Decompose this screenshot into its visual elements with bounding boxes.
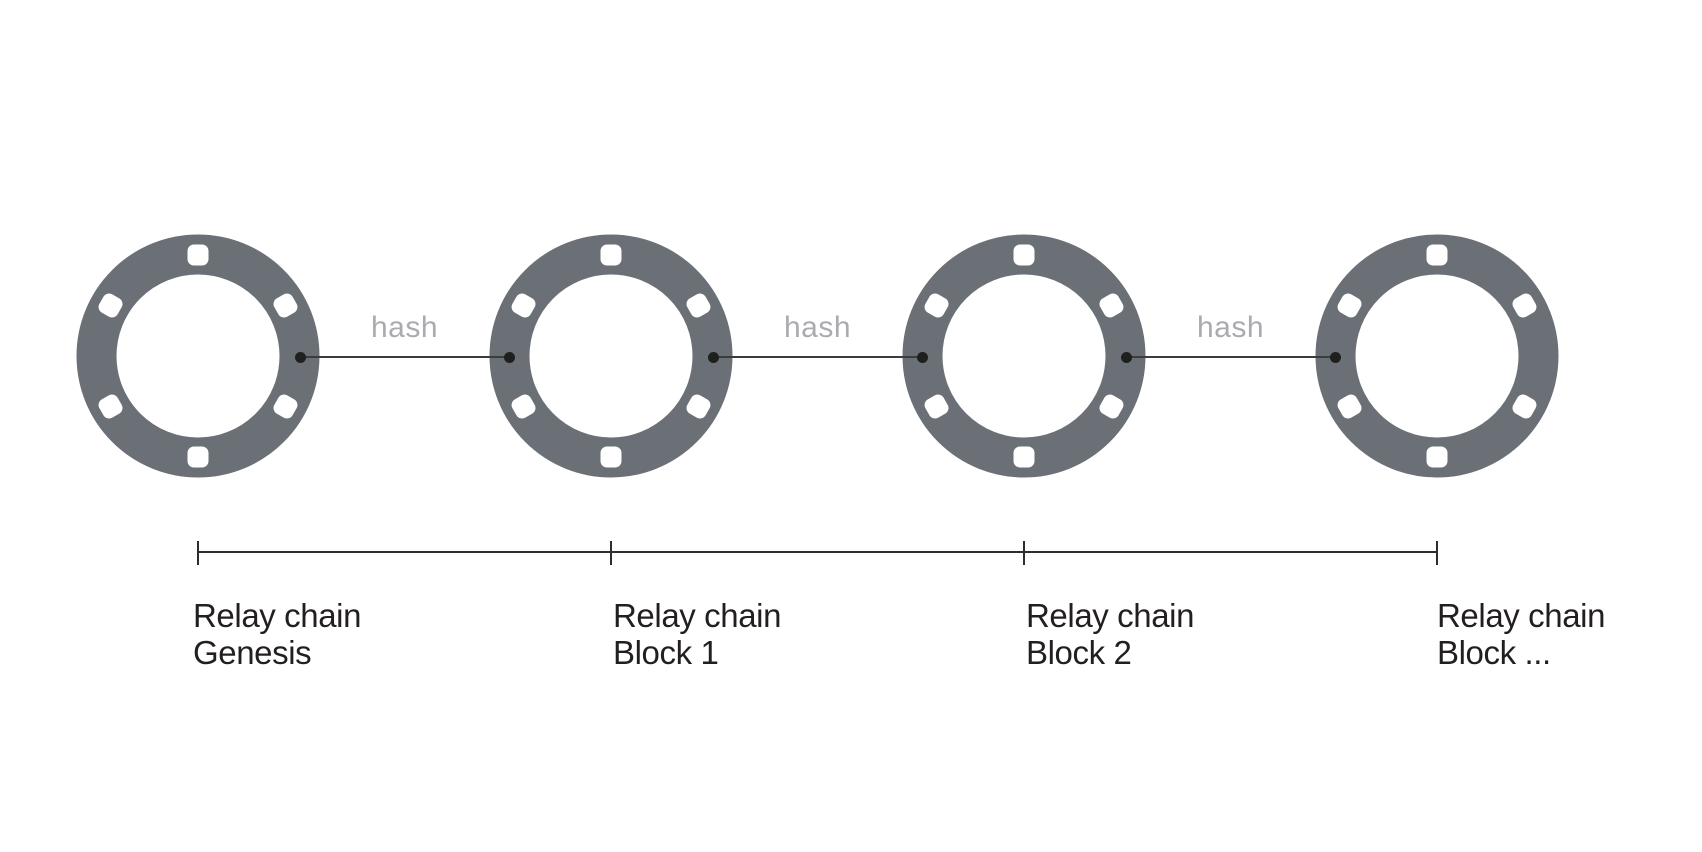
- hash-link-dot: [916, 351, 928, 363]
- block-label-line2: Genesis: [193, 634, 312, 671]
- hash-label: hash: [370, 311, 439, 344]
- hash-label: hash: [783, 311, 852, 344]
- block-label-line2: Block ...: [1437, 634, 1551, 671]
- block-label-block-2: Relay chain Block 2: [1026, 597, 1194, 671]
- hash-link-dot: [294, 351, 306, 363]
- hash-connector-line: [1126, 356, 1335, 358]
- block-label-line1: Relay chain: [613, 597, 782, 634]
- block-label-block-1: Relay chain Block 1: [613, 597, 781, 671]
- block-label-line2: Block 1: [613, 634, 719, 671]
- block-label-line1: Relay chain: [1437, 597, 1606, 634]
- block-label-line1: Relay chain: [1026, 597, 1195, 634]
- timeline-axis: [197, 551, 1438, 553]
- block-label-line1: Relay chain: [193, 597, 362, 634]
- relay-block-ring-icon: [489, 234, 733, 478]
- relay-block-ring-icon: [1315, 234, 1559, 478]
- hash-link-dot: [503, 351, 515, 363]
- hash-link-dot: [1120, 351, 1132, 363]
- timeline-tick: [610, 541, 612, 565]
- block-label-genesis: Relay chain Genesis: [193, 597, 361, 671]
- timeline-tick: [1023, 541, 1025, 565]
- relay-block-ring-icon: [76, 234, 320, 478]
- relay-block-ring-icon: [902, 234, 1146, 478]
- block-label-block-next: Relay chain Block ...: [1437, 597, 1605, 671]
- hash-connector-line: [713, 356, 922, 358]
- block-label-line2: Block 2: [1026, 634, 1132, 671]
- timeline-tick: [1436, 541, 1438, 565]
- timeline-tick: [197, 541, 199, 565]
- hash-connector-line: [300, 356, 509, 358]
- hash-link-dot: [1329, 351, 1341, 363]
- hash-label: hash: [1196, 311, 1265, 344]
- hash-link-dot: [707, 351, 719, 363]
